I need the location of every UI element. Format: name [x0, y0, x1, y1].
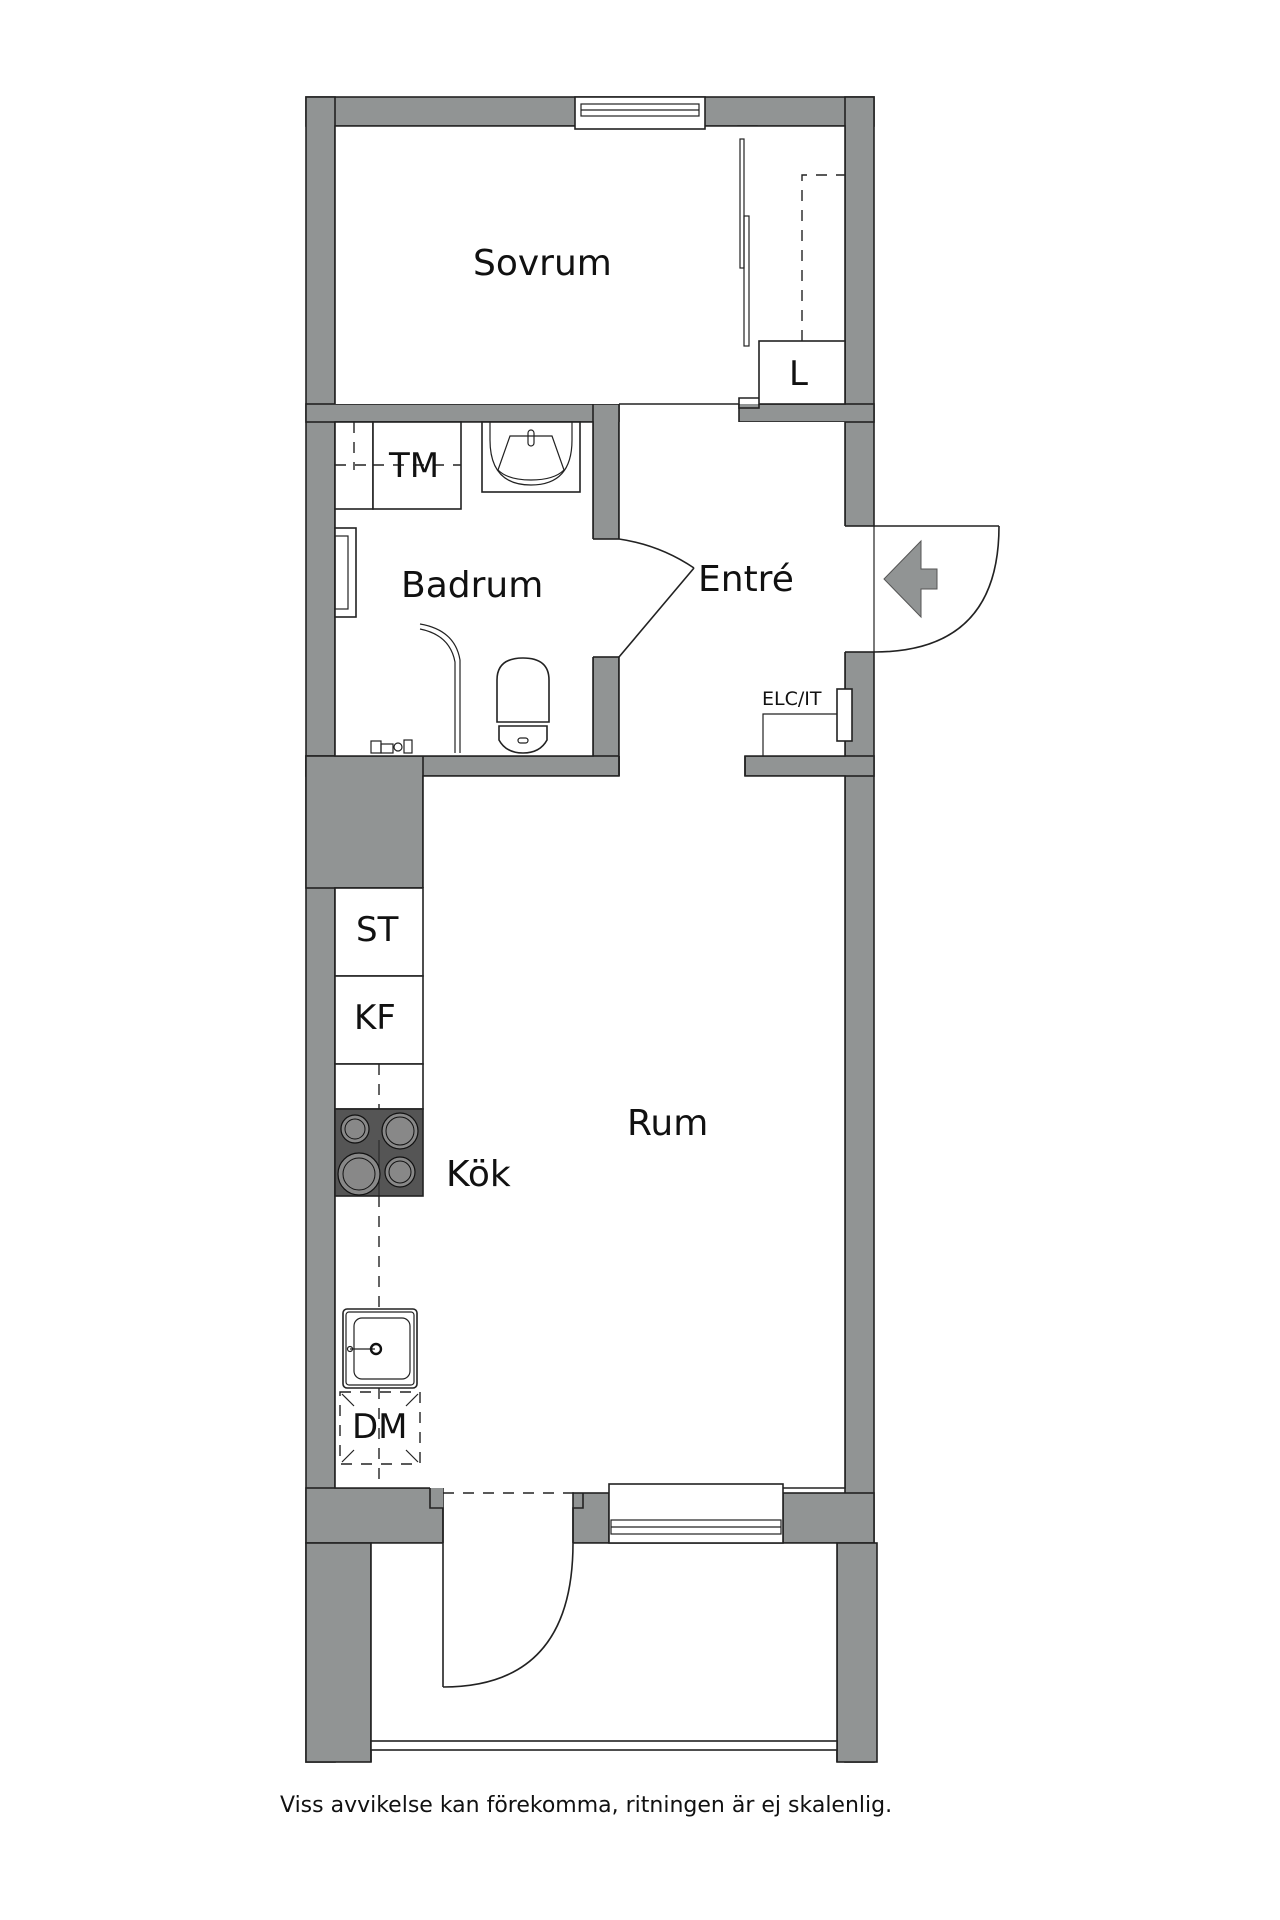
electrical-panel — [762, 688, 853, 756]
entrance-arrow-icon — [883, 539, 938, 619]
kitchen-counter — [334, 887, 424, 1488]
electrical-panel-label: ELC/IT — [762, 688, 822, 710]
balcony-railing — [370, 1740, 838, 1751]
bathroom-fixtures — [334, 421, 581, 754]
kitchen-sink — [342, 1308, 418, 1389]
closet-label: L — [789, 354, 808, 394]
floor-drain — [370, 739, 413, 754]
balcony-door[interactable] — [429, 1488, 584, 1688]
sovrum-closet — [739, 138, 846, 405]
dishwasher-label: DM — [352, 1407, 408, 1447]
stove — [334, 1108, 424, 1197]
entrance-door[interactable] — [873, 525, 1000, 653]
disclaimer-caption: Viss avvikelse kan förekomma, ritningen … — [280, 1793, 893, 1818]
room-label-entre: Entré — [698, 559, 794, 600]
window-sovrum — [574, 96, 706, 130]
walls — [305, 96, 878, 1763]
room-label-badrum: Badrum — [401, 565, 544, 606]
freezer-label: ST — [356, 910, 399, 950]
fridge-freezer-label: KF — [354, 998, 396, 1038]
room-label-rum: Rum — [627, 1103, 709, 1144]
room-label-sovrum: Sovrum — [473, 243, 612, 284]
room-label-kok: Kök — [446, 1154, 511, 1195]
washing-machine-label: TM — [389, 446, 440, 486]
dishwasher — [339, 1388, 421, 1488]
bathroom-door[interactable] — [618, 538, 695, 658]
window-rum — [608, 1483, 784, 1544]
